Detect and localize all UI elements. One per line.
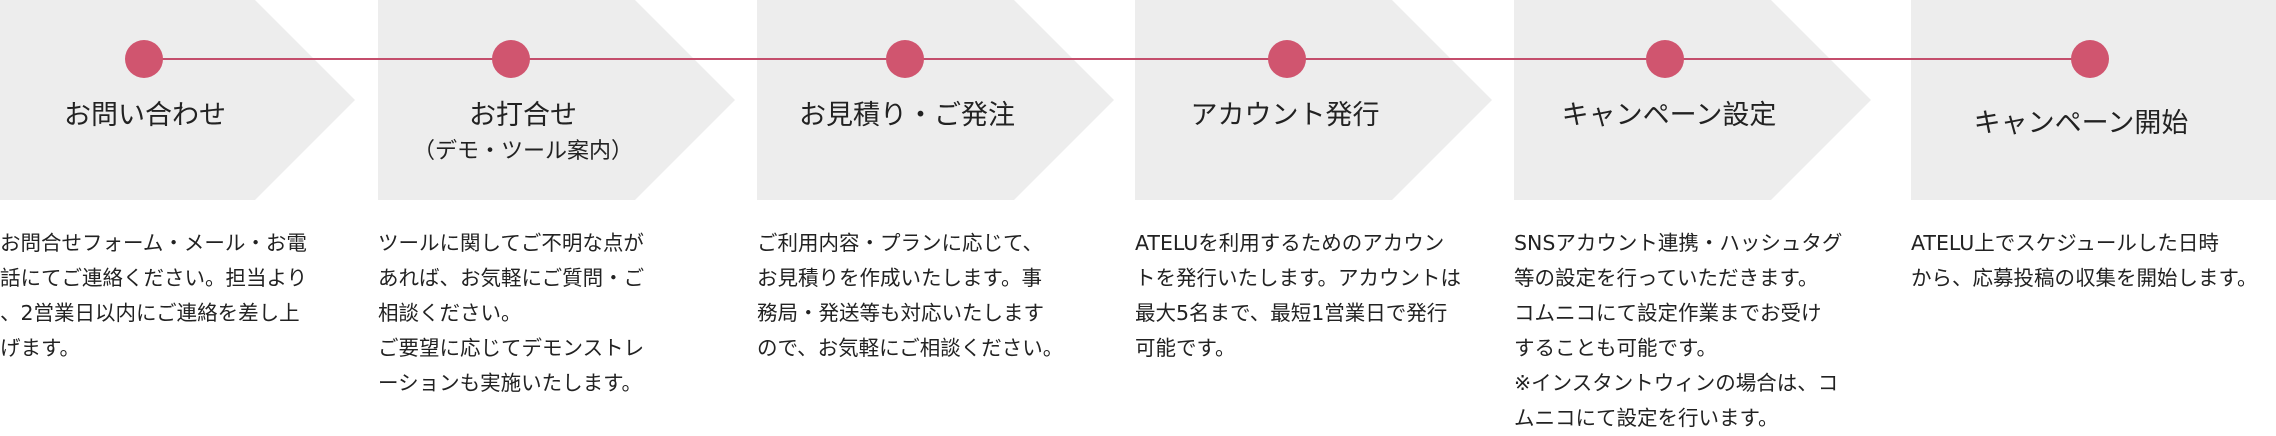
step-title-4: アカウント発行 xyxy=(1190,100,1380,131)
step-title-6: キャンペーン開始 xyxy=(1973,108,2189,139)
step-dot-1 xyxy=(125,40,163,78)
step-description-3: ご利用内容・プランに応じて、 お見積りを作成いたします。事 務局・発送等も対応い… xyxy=(757,231,1064,360)
step-description-1: お問合せフォーム・メール・お電 話にてご連絡ください。担当より 、2営業日以内に… xyxy=(0,231,308,360)
step-arrow-4 xyxy=(1135,0,1492,200)
step-title-3: お見積り・ご発注 xyxy=(799,100,1015,131)
timeline-line xyxy=(143,58,2088,60)
step-arrow-2 xyxy=(378,0,735,200)
step-dot-3 xyxy=(886,40,924,78)
step-description-5: SNSアカウント連携・ハッシュタグ 等の設定を行っていただきます。 コムニコにて… xyxy=(1514,231,1843,430)
step-arrow-3 xyxy=(757,0,1114,200)
step-dot-6 xyxy=(2071,40,2109,78)
step-title-5: キャンペーン設定 xyxy=(1561,100,1777,131)
step-title-1: お問い合わせ xyxy=(64,100,226,131)
step-dot-5 xyxy=(1646,40,1684,78)
step-title-2: お打合せ xyxy=(469,100,577,131)
step-box-6 xyxy=(1911,0,2276,200)
step-description-4: ATELUを利用するためのアカウン トを発行いたします。アカウントは 最大5名ま… xyxy=(1135,231,1461,360)
step-description-2: ツールに関してご不明な点が あれば、お気軽にご質問・ご 相談ください。 ご要望に… xyxy=(378,231,645,395)
process-flow: お問い合わせ お打合せ （デモ・ツール案内） お見積り・ご発注 アカウント発行 … xyxy=(0,0,2276,200)
step-dot-2 xyxy=(492,40,530,78)
step-arrow-1 xyxy=(0,0,355,200)
step-arrow-5 xyxy=(1514,0,1871,200)
step-arrow-backgrounds xyxy=(0,0,2276,200)
step-subtitle-2: （デモ・ツール案内） xyxy=(412,139,633,164)
step-description-6: ATELU上でスケジュールした日時 から、応募投稿の収集を開始します。 xyxy=(1911,231,2258,290)
step-dot-4 xyxy=(1268,40,1306,78)
